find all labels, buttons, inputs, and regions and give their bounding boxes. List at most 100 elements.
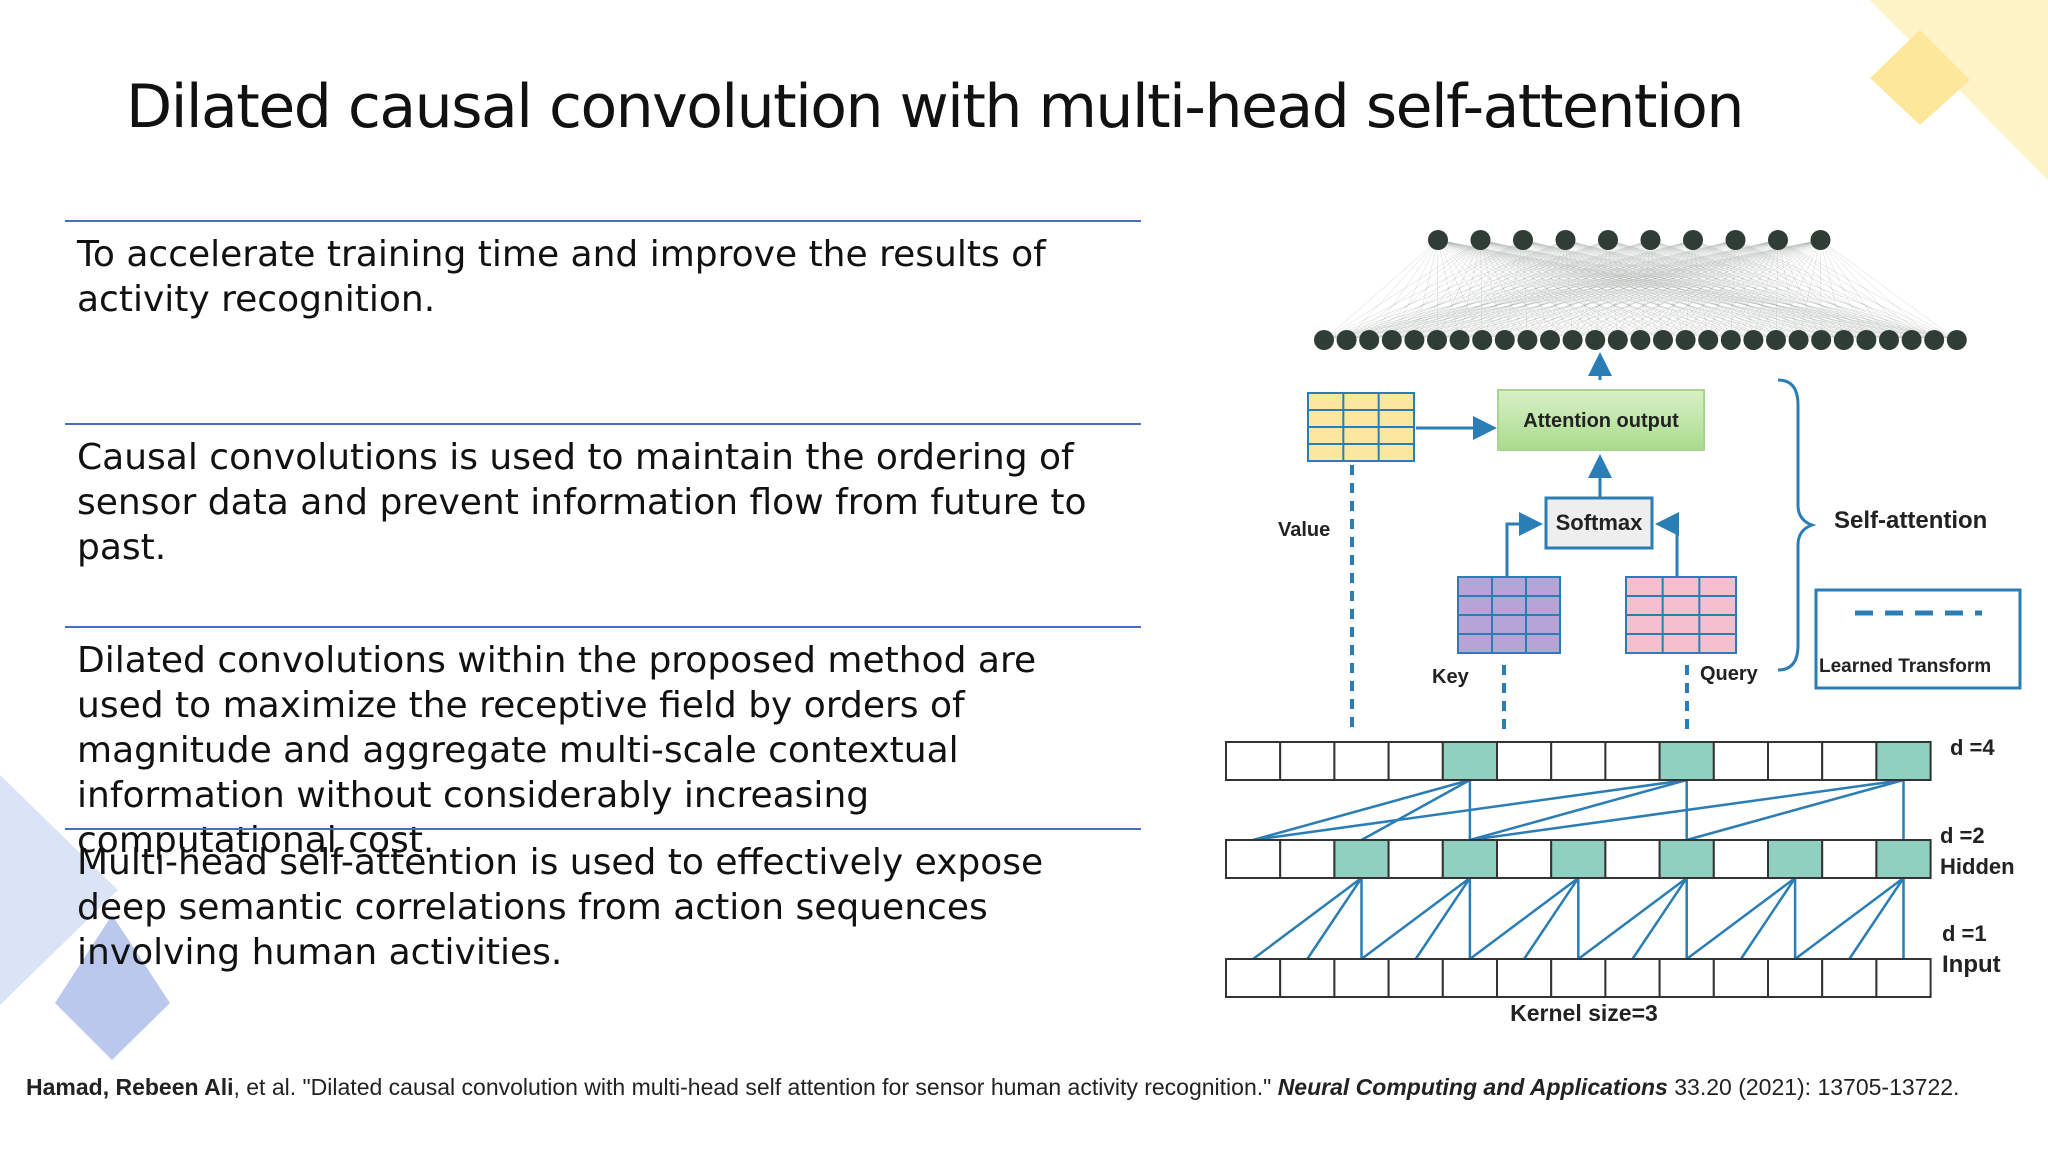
dense-edge	[1482, 239, 1651, 341]
dense-edge	[1522, 239, 1551, 341]
dense-edge	[1777, 239, 1844, 341]
dense-edge	[1692, 239, 1867, 341]
conv-cell	[1767, 958, 1824, 998]
dense-edge	[1549, 239, 1651, 341]
conv-cell	[1225, 839, 1282, 879]
dense-edge	[1323, 239, 1736, 341]
dense-edge	[1565, 239, 1686, 341]
dilated-edge	[1469, 876, 1580, 961]
conv-cell	[1767, 839, 1824, 879]
dense-edge	[1662, 239, 1694, 341]
bullet-item: Dilated convolutions within the proposed…	[65, 626, 1141, 861]
dense-edge	[1708, 239, 1779, 341]
dense-edge	[1522, 239, 1912, 341]
dense-edge	[1414, 239, 1821, 341]
output-nodes	[1428, 230, 1831, 250]
dense-edge	[1482, 239, 1609, 341]
dense-edge	[1650, 239, 1844, 341]
dense-edge	[1459, 239, 1736, 341]
d4-label: d =4	[1950, 735, 1995, 760]
dense-edge	[1565, 239, 1618, 341]
conv-cell	[1604, 839, 1661, 879]
dense-edge	[1346, 239, 1651, 341]
dense-edge	[1459, 239, 1694, 341]
dense-edge	[1436, 239, 1694, 341]
feature-node	[1404, 330, 1425, 350]
dense-edge	[1522, 239, 1844, 341]
dense-edge	[1607, 239, 1867, 341]
dense-edge	[1820, 239, 1822, 341]
dense-edge	[1504, 239, 1524, 341]
feature-node	[1359, 330, 1380, 350]
dense-edge	[1346, 239, 1736, 341]
dense-edge	[1323, 239, 1651, 341]
conv-cell	[1279, 839, 1336, 879]
dense-edge	[1323, 239, 1609, 341]
dense-edge	[1346, 239, 1609, 341]
dense-edge	[1414, 239, 1694, 341]
output-node	[1513, 230, 1533, 250]
output-node	[1555, 230, 1576, 250]
dense-edge	[1730, 239, 1736, 341]
dense-edge	[1369, 239, 1736, 341]
conv-cell	[1875, 741, 1932, 781]
dense-edge	[1753, 239, 1779, 341]
dense-edge	[1777, 239, 1935, 341]
dense-edge	[1820, 239, 1912, 341]
conv-cell	[1441, 839, 1499, 879]
dense-edge	[1414, 239, 1524, 341]
dense-edge	[1436, 239, 1821, 341]
dense-edge	[1504, 239, 1736, 341]
dense-edge	[1527, 239, 1566, 341]
dense-edge	[1391, 239, 1821, 341]
output-node	[1683, 230, 1703, 250]
dense-edge	[1735, 239, 1912, 341]
dense-edge	[1504, 239, 1651, 341]
dense-edge	[1685, 239, 1736, 341]
dense-edge	[1522, 239, 1935, 341]
dense-edge	[1369, 239, 1779, 341]
citation-journal: Neural Computing and Applications	[1277, 1074, 1668, 1100]
dense-edge	[1459, 239, 1651, 341]
conv-cell	[1712, 741, 1769, 781]
attention-output-box	[1497, 389, 1705, 451]
dense-edge	[1436, 239, 1736, 341]
dense-edge	[1482, 239, 1736, 341]
feature-node	[1946, 330, 1967, 350]
dense-edge	[1522, 239, 1867, 341]
conv-cell	[1550, 958, 1607, 998]
dense-edge	[1391, 239, 1609, 341]
dense-edge	[1565, 239, 1957, 341]
dense-edge	[1595, 239, 1736, 341]
dense-edge	[1522, 239, 1957, 341]
d2-label: d =2	[1940, 823, 1985, 848]
query-matrix	[1625, 576, 1737, 654]
dense-edge	[1549, 239, 1609, 341]
dense-edge	[1482, 239, 1779, 341]
dilated-edge	[1686, 778, 1904, 842]
key-label: Key	[1432, 666, 1470, 688]
dense-edge	[1549, 239, 1821, 341]
dense-edge	[1607, 239, 1618, 341]
dense-edge	[1692, 239, 1890, 341]
dense-edge	[1708, 239, 1821, 341]
output-node	[1470, 230, 1491, 250]
query-label: Query	[1700, 663, 1759, 685]
dense-edge	[1565, 239, 1799, 341]
bullet-text: Causal convolutions is used to maintain …	[77, 437, 1087, 568]
feature-node	[1336, 330, 1357, 350]
dense-edge	[1522, 239, 1596, 341]
feature-node	[1472, 330, 1493, 350]
dense-edge	[1650, 239, 1912, 341]
dense-edge	[1640, 239, 1736, 341]
top-right-diamond	[1870, 30, 1970, 125]
dense-edge	[1650, 239, 1822, 341]
dense-edge	[1414, 239, 1736, 341]
dense-edge	[1565, 239, 1822, 341]
feature-node	[1517, 330, 1538, 350]
dense-edge	[1527, 239, 1779, 341]
dense-edge	[1735, 239, 1957, 341]
dense-edge	[1346, 239, 1821, 341]
dense-edge	[1735, 239, 1867, 341]
feature-node	[1788, 330, 1809, 350]
